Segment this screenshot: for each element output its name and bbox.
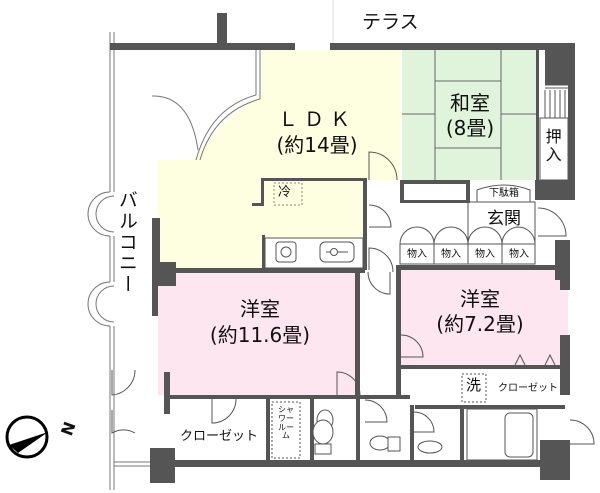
shower-room-label: シャワールーム xyxy=(278,405,294,441)
genkan-label: 玄関 xyxy=(487,209,521,229)
ldk-size: (約14畳) xyxy=(276,133,358,157)
storage-label-4: 物入 xyxy=(509,249,529,260)
washer-label: 洗 xyxy=(466,376,482,394)
balcony-label: バルコニー xyxy=(115,190,138,295)
compass-north-icon xyxy=(5,415,49,459)
refrigerator-box xyxy=(273,182,303,206)
door-swings xyxy=(111,151,595,445)
storage-label-3: 物入 xyxy=(475,249,495,260)
storage-doors xyxy=(399,226,536,265)
washitsu-name: 和室 xyxy=(450,91,490,115)
closet-right-label: クローゼット xyxy=(498,383,558,394)
storage-label-1: 物入 xyxy=(407,249,427,260)
bath-fixtures xyxy=(271,373,538,461)
closet-left-label: クローゼット xyxy=(179,429,258,444)
ldk-fill xyxy=(158,50,400,270)
walls xyxy=(110,13,575,483)
ldk-name: ＬＤＫ xyxy=(278,107,356,131)
yoshitsu-small-size: (約7.2畳) xyxy=(436,312,524,336)
washitsu-fill xyxy=(402,50,536,180)
kitchen-counter xyxy=(264,237,364,269)
washitsu-size: (8畳) xyxy=(445,116,495,140)
terrace-label: テラス xyxy=(362,11,419,33)
yoshitsu-large-size: (約11.6畳) xyxy=(209,323,311,347)
balcony-outline xyxy=(87,32,261,490)
tatami-lines xyxy=(402,50,536,180)
getabako-label: 下駄箱 xyxy=(489,188,519,199)
genkan-area xyxy=(467,184,567,245)
oshiire-closet xyxy=(539,84,569,181)
yoshitsu-large-fill xyxy=(158,268,358,395)
oshiire-label: 押入 xyxy=(542,128,562,164)
refrigerator-label: 冷 xyxy=(278,185,292,200)
yoshitsu-small-fill xyxy=(400,268,568,368)
storage-label-2: 物入 xyxy=(441,249,461,260)
yoshitsu-large-name: 洋室 xyxy=(240,297,280,321)
yoshitsu-small-name: 洋室 xyxy=(460,287,500,311)
